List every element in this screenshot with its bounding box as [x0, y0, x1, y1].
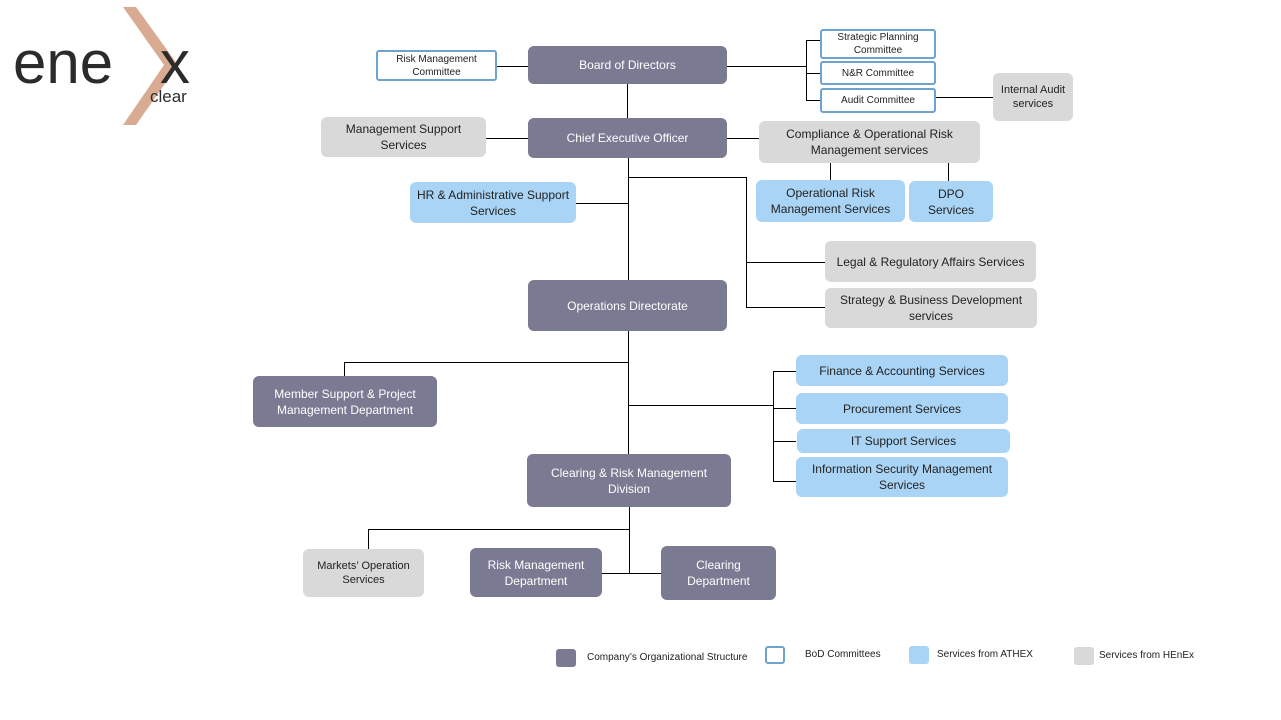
strategic-planning-committee-label: Strategic Planning Committee	[837, 32, 919, 56]
legend-athex-swatch	[909, 646, 929, 664]
markets-operation-services-label: Markets’ Operation Services	[317, 560, 410, 586]
internal-audit-services-box: Internal Audit services	[993, 73, 1073, 121]
management-support-services-box: Management Support Services	[321, 117, 486, 157]
procurement-services-box: Procurement Services	[796, 393, 1008, 424]
it-support-services-box: IT Support Services	[797, 429, 1010, 453]
audit-committee-label: Audit Committee	[841, 95, 915, 106]
information-security-management-label: Information Security Management Services	[811, 462, 993, 492]
legend-org-swatch	[556, 649, 576, 667]
legal-regulatory-affairs-box: Legal & Regulatory Affairs Services	[825, 241, 1036, 282]
chief-executive-officer-box: Chief Executive Officer	[528, 118, 727, 158]
enex-clear-logo: ene x clear	[10, 5, 200, 135]
legal-regulatory-affairs-label: Legal & Regulatory Affairs Services	[836, 254, 1025, 269]
logo-sub-text: clear	[150, 87, 187, 106]
nr-committee-box: N&R Committee	[820, 61, 936, 85]
legend-henex-label: Services from HEnEx	[1099, 650, 1195, 661]
procurement-services-label: Procurement Services	[842, 401, 962, 416]
board-of-directors-box: Board of Directors	[528, 46, 727, 84]
board-of-directors-label: Board of Directors	[579, 58, 676, 72]
legend-bod-swatch	[765, 646, 785, 664]
nr-committee-label: N&R Committee	[841, 67, 915, 79]
hr-administrative-support-label: HR & Administrative Support Services	[416, 187, 570, 218]
dpo-services-box: DPO Services	[909, 181, 993, 222]
strategic-planning-committee-box: Strategic Planning Committee	[820, 29, 936, 59]
clearing-risk-management-division-label: Clearing & Risk Management Division	[550, 465, 708, 496]
clearing-department-label: Clearing Department	[687, 558, 750, 588]
chief-executive-officer-label: Chief Executive Officer	[566, 131, 689, 145]
legend-athex-label: Services from ATHEX	[937, 649, 1033, 660]
management-support-services-label: Management Support Services	[345, 122, 462, 152]
logo-chevron-shape	[123, 7, 178, 125]
clearing-risk-management-division-box: Clearing & Risk Management Division	[527, 454, 731, 507]
logo-main-text: ene	[13, 29, 113, 96]
operations-directorate-label: Operations Directorate	[567, 298, 688, 313]
information-security-management-box: Information Security Management Services	[796, 457, 1008, 497]
strategy-business-development-label: Strategy & Business Development services	[839, 293, 1023, 323]
internal-audit-services-label: Internal Audit services	[1000, 84, 1066, 110]
legend-org-label: Company’s Organizational Structure	[587, 652, 748, 663]
operational-risk-management-services-label: Operational Risk Management Services	[770, 186, 891, 216]
audit-committee-box: Audit Committee	[820, 88, 936, 113]
dpo-services-label: DPO Services	[927, 186, 974, 217]
risk-management-department-label: Risk Management Department	[487, 557, 585, 588]
finance-accounting-services-label: Finance & Accounting Services	[819, 363, 985, 378]
compliance-operational-risk-label: Compliance & Operational Risk Management…	[786, 127, 953, 157]
member-support-project-management-label: Member Support & Project Management Depa…	[274, 386, 416, 417]
operations-directorate-box: Operations Directorate	[528, 280, 727, 331]
operational-risk-management-services-box: Operational Risk Management Services	[756, 180, 905, 222]
hr-administrative-support-box: HR & Administrative Support Services	[410, 182, 576, 223]
risk-management-department-box: Risk Management Department	[470, 548, 602, 597]
clearing-department-box: Clearing Department	[661, 546, 776, 600]
legend-bod-label: BoD Committees	[805, 649, 881, 660]
member-support-project-management-box: Member Support & Project Management Depa…	[253, 376, 437, 427]
strategy-business-development-box: Strategy & Business Development services	[825, 288, 1037, 328]
logo-x-text: x	[160, 29, 190, 96]
compliance-operational-risk-box: Compliance & Operational Risk Management…	[759, 121, 980, 163]
risk-management-committee-box: Risk Management Committee	[376, 50, 497, 81]
finance-accounting-services-box: Finance & Accounting Services	[796, 355, 1008, 386]
legend-henex-swatch	[1074, 647, 1094, 665]
risk-management-committee-label: Risk Management Committee	[396, 53, 477, 78]
it-support-services-label: IT Support Services	[850, 434, 957, 448]
markets-operation-services-box: Markets’ Operation Services	[303, 549, 424, 597]
